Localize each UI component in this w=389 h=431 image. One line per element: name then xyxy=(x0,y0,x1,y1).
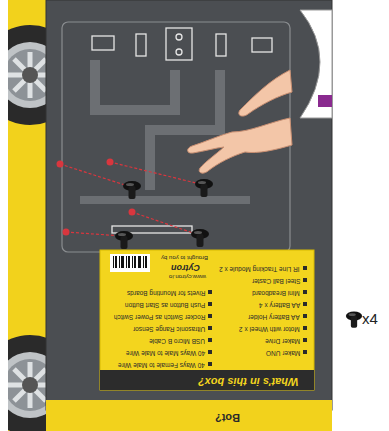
rivet xyxy=(115,179,213,249)
contents-item: Rocker Switch as Power Switch xyxy=(114,313,205,320)
contents-item: Rivets for Mounting Boards xyxy=(127,289,205,296)
side-window xyxy=(300,10,332,118)
quantity-label: x4 xyxy=(362,311,378,326)
contents-item: 40 Ways Male to Male Wire xyxy=(126,349,205,356)
contents-item: Motor with Wheel x 2 xyxy=(239,325,300,332)
contents-sticker xyxy=(100,250,314,390)
contents-item: AA Battery x 4 xyxy=(259,301,300,308)
contents-item: Ultrasonic Range Sensor xyxy=(133,325,205,332)
contents-item: Maker UNO xyxy=(266,349,300,356)
contents-item: USB Micro B Cable xyxy=(149,337,205,344)
box-title: Bot? xyxy=(215,412,240,423)
list-bullet xyxy=(208,266,307,366)
contents-item: Push Button as Start Button xyxy=(125,301,205,308)
insertion-guide xyxy=(57,159,201,237)
contents-item: Mini Breadboard xyxy=(252,289,300,296)
contents-item: 40 Ways Female to Male Wire xyxy=(118,361,205,368)
box-front xyxy=(46,0,332,410)
box-heading: What's in this box? xyxy=(198,376,298,387)
brand-logo: Cytron xyxy=(171,263,200,272)
wheel xyxy=(8,25,48,431)
contents-item: AA Battery Holder xyxy=(248,313,300,320)
website-url: www.cytron.io xyxy=(169,274,206,280)
rivet-icon xyxy=(346,312,362,328)
credit-text: Brought to you by xyxy=(161,255,208,261)
hand xyxy=(188,118,292,173)
barcode xyxy=(110,254,150,272)
contents-item: Steel Ball Caster xyxy=(252,277,300,284)
contents-item: Maker Drive xyxy=(265,337,300,344)
contents-item: IR Line Tracking Module x 2 xyxy=(219,265,300,272)
